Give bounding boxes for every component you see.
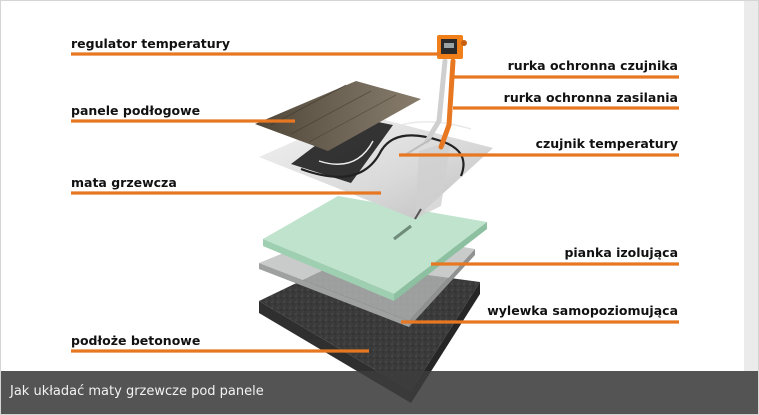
floor-panel bbox=[255, 81, 421, 151]
heating-cable-zone bbox=[291, 117, 393, 183]
label-podloze: podłoże betonowe bbox=[71, 333, 201, 348]
label-pianka: pianka izolująca bbox=[564, 245, 678, 260]
thermostat-icon bbox=[437, 35, 467, 59]
label-regulator: regulator temperatury bbox=[71, 36, 230, 51]
caption-bar: Jak układać maty grzewcze pod panele bbox=[1, 371, 758, 414]
label-czujnik: czujnik temperatury bbox=[535, 136, 678, 151]
label-rurka-czujnika: rurka ochronna czujnika bbox=[507, 58, 678, 73]
label-mata: mata grzewcza bbox=[71, 175, 177, 190]
label-panele: panele podłogowe bbox=[71, 103, 201, 118]
conduit-pipes bbox=[404, 58, 456, 156]
caption-text: Jak układać maty grzewcze pod panele bbox=[10, 384, 264, 399]
heating-cable bbox=[300, 134, 465, 178]
foam-layer bbox=[263, 196, 487, 301]
foam-cable-slot bbox=[393, 224, 412, 241]
label-rurka-zasilania: rurka ochronna zasilania bbox=[503, 90, 678, 105]
side-strip bbox=[744, 1, 758, 371]
leader-lines bbox=[71, 52, 679, 353]
label-wylewka: wylewka samopoziomująca bbox=[487, 303, 678, 318]
